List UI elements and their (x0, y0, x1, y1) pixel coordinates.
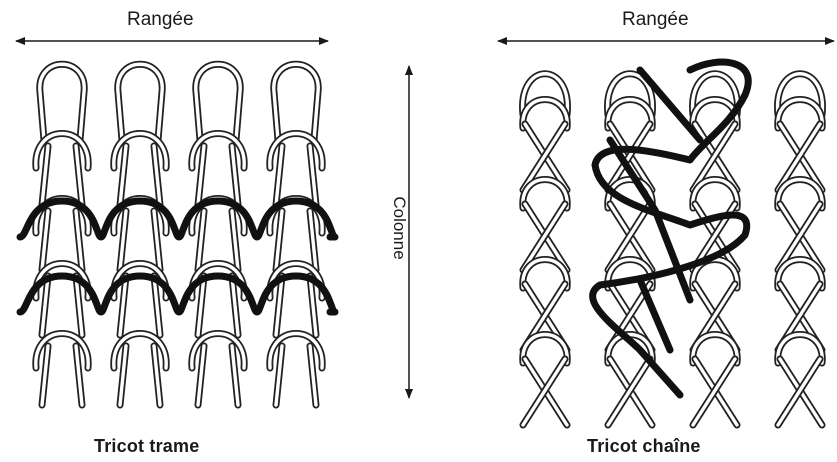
warp-knit-illustration (523, 62, 823, 425)
loop-head-core (523, 180, 567, 209)
warp-knit-caption: Tricot chaîne (587, 436, 701, 457)
loop-head-core (523, 100, 567, 129)
loop-head-core (778, 260, 822, 289)
weft-course-yarn (20, 201, 335, 237)
loop-head-core (523, 260, 567, 289)
top-loop (118, 64, 162, 140)
top-loop (196, 64, 240, 140)
right-row-label: Rangée (622, 9, 689, 31)
loop-head-core (693, 180, 737, 209)
loop-head-core (693, 335, 737, 364)
weft-course-yarn (20, 276, 335, 312)
loop-head-core (523, 335, 567, 364)
column-label: Colonne (389, 196, 409, 259)
loop-head-core (608, 100, 652, 129)
left-row-label: Rangée (127, 9, 194, 31)
loop-head-core (778, 100, 822, 129)
top-loop (274, 64, 318, 140)
weft-knit-illustration (20, 64, 335, 405)
top-loop (40, 64, 84, 140)
loop-head-core (778, 180, 822, 209)
loop-head-core (778, 335, 822, 364)
weft-knit-caption: Tricot trame (94, 436, 199, 457)
